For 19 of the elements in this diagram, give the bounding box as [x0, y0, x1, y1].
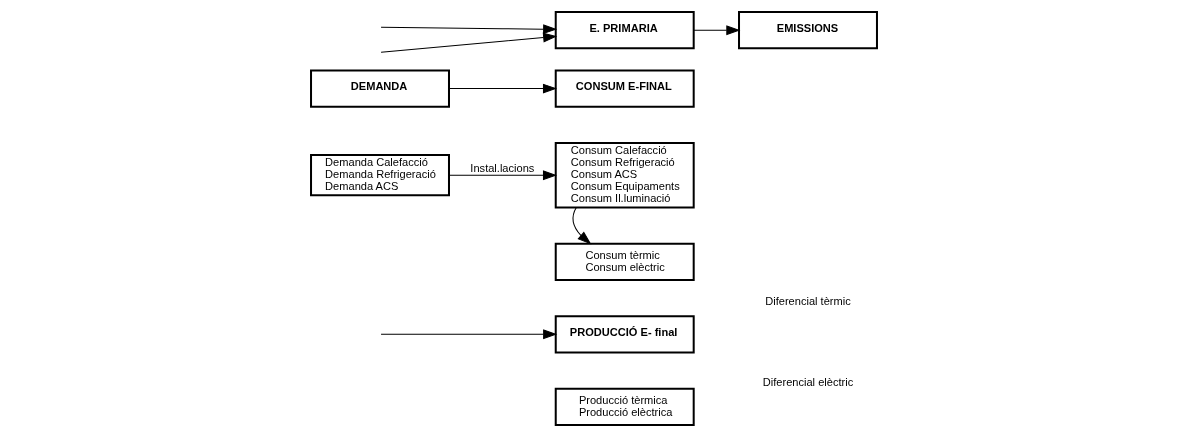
arrow: [380, 32, 557, 53]
label: Diferencial tèrmic: [764, 294, 851, 307]
arrow: [448, 170, 557, 181]
node-box: E. PRIMARIA: [554, 11, 695, 50]
node-box: Consum tèrmic Consum elèctric: [554, 242, 695, 281]
node-box: CONSUM E-FINAL: [554, 69, 695, 108]
label: Diferencial elèctric: [762, 376, 853, 389]
node-box: Consum Calefacció Consum Refrigeració Consum ACS Consum Equipaments Consum Il.luminació: [554, 141, 695, 209]
arrow: [380, 24, 557, 35]
arrow: [572, 207, 591, 245]
edge-label: Instal.lacions: [469, 161, 534, 174]
arrow: [380, 329, 557, 340]
arrow: [448, 83, 557, 94]
node-box: DEMANDA: [309, 69, 450, 108]
arrow: [692, 25, 740, 36]
node-box: Producció tèrmica Producció elèctrica: [554, 387, 695, 426]
node-box: PRODUCCIÓ E- final: [554, 315, 695, 354]
node-box: Demanda Calefacció Demanda Refrigeració Demanda ACS: [309, 154, 450, 197]
node-box: EMISSIONS: [737, 11, 878, 50]
